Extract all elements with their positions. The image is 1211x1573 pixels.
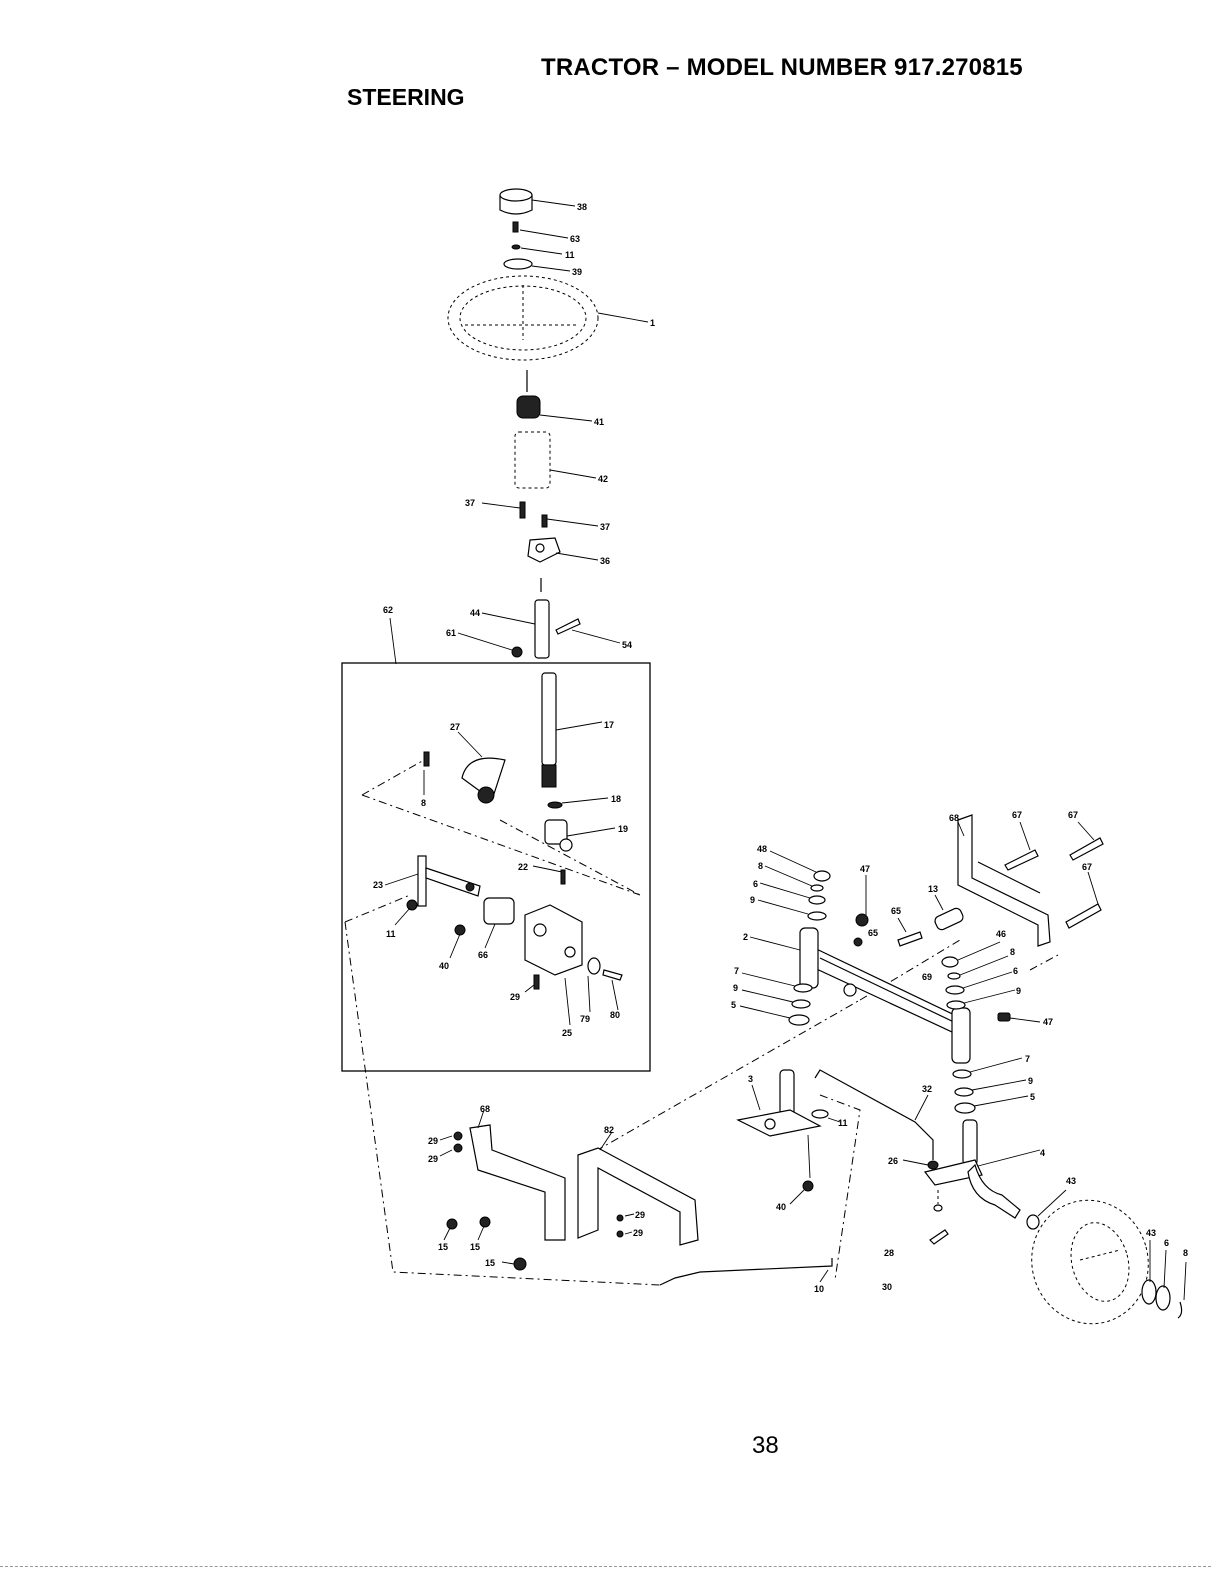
callout-17: 17 — [604, 720, 614, 730]
callout-7b: 7 — [1025, 1054, 1030, 1064]
callout-18: 18 — [611, 794, 621, 804]
steering-cap — [500, 189, 532, 214]
callout-29a: 29 — [510, 992, 520, 1002]
callout-29b: 29 — [428, 1136, 438, 1146]
callout-9c: 9 — [1016, 986, 1021, 996]
callout-38: 38 — [577, 202, 587, 212]
callout-62: 62 — [383, 605, 393, 615]
callout-67c: 67 — [1082, 862, 1092, 872]
axle-mount-bracket — [958, 815, 1050, 946]
column-flange — [528, 538, 560, 562]
callout-3: 3 — [748, 1074, 753, 1084]
pivot-bar — [418, 856, 480, 906]
callout-22: 22 — [518, 862, 528, 872]
page-number: 38 — [752, 1432, 779, 1460]
callout-82: 82 — [604, 1125, 614, 1135]
callout-5b: 5 — [1030, 1092, 1035, 1102]
callout-6a: 6 — [753, 879, 758, 889]
pivot-bushing — [484, 898, 514, 924]
front-tire — [1018, 1187, 1162, 1337]
callout-65b: 65 — [868, 928, 878, 938]
callout-6c: 6 — [1164, 1238, 1169, 1248]
callout-9a: 9 — [750, 895, 755, 905]
gear-bracket — [525, 905, 582, 975]
callout-40a: 40 — [439, 961, 449, 971]
callout-4: 4 — [1040, 1148, 1045, 1158]
callout-11c: 11 — [838, 1118, 848, 1128]
callout-61: 61 — [446, 628, 456, 638]
callout-32: 32 — [922, 1084, 932, 1094]
callout-54: 54 — [622, 640, 632, 650]
steering-adapter — [517, 396, 540, 418]
callout-40b: 40 — [776, 1202, 786, 1212]
callout-30: 30 — [882, 1282, 892, 1292]
callout-9b: 9 — [733, 983, 738, 993]
callout-39: 39 — [572, 267, 582, 277]
bottom-rule — [0, 1566, 1211, 1567]
steering-wheel — [448, 276, 598, 360]
callout-8b: 8 — [758, 861, 763, 871]
callout-68b: 68 — [480, 1104, 490, 1114]
callout-43a: 43 — [1066, 1176, 1076, 1186]
callout-15a: 15 — [438, 1242, 448, 1252]
callout-29e: 29 — [633, 1228, 643, 1238]
sector-gear — [462, 758, 505, 803]
callout-15b: 15 — [470, 1242, 480, 1252]
callout-65a: 65 — [891, 906, 901, 916]
callout-5a: 5 — [731, 1000, 736, 1010]
callout-11: 11 — [565, 250, 575, 260]
callout-69: 69 — [922, 972, 932, 982]
callout-37b: 37 — [600, 522, 610, 532]
callout-8d: 8 — [1183, 1248, 1188, 1258]
callout-15c: 15 — [485, 1258, 495, 1268]
steering-shaft-upper — [535, 600, 549, 658]
tie-rod — [660, 1258, 832, 1285]
callout-2: 2 — [743, 932, 748, 942]
callout-19: 19 — [618, 824, 628, 834]
callout-8a: 8 — [421, 798, 426, 808]
callout-1: 1 — [650, 318, 655, 328]
callout-41: 41 — [594, 417, 604, 427]
callout-68a: 68 — [949, 813, 959, 823]
callout-27: 27 — [450, 722, 460, 732]
callout-6b: 6 — [1013, 966, 1018, 976]
callout-42: 42 — [598, 474, 608, 484]
callout-44: 44 — [470, 608, 480, 618]
callout-67b: 67 — [1068, 810, 1078, 820]
column-bushing — [515, 432, 550, 488]
callout-63: 63 — [570, 234, 580, 244]
callout-9d: 9 — [1028, 1076, 1033, 1086]
callout-66: 66 — [478, 950, 488, 960]
axle-beam — [808, 945, 965, 1038]
callout-10: 10 — [814, 1284, 824, 1294]
callout-47a: 47 — [860, 864, 870, 874]
callout-13: 13 — [928, 884, 938, 894]
callout-47b: 47 — [1043, 1017, 1053, 1027]
steering-shaft — [542, 673, 556, 787]
callout-11b: 11 — [386, 929, 396, 939]
right-spindle — [925, 1120, 1020, 1218]
callout-43b: 43 — [1146, 1228, 1156, 1238]
callout-8c: 8 — [1010, 947, 1015, 957]
callout-67a: 67 — [1012, 810, 1022, 820]
callout-23: 23 — [373, 880, 383, 890]
callout-36: 36 — [600, 556, 610, 566]
callout-46: 46 — [996, 929, 1006, 939]
callout-80: 80 — [610, 1010, 620, 1020]
callout-7a: 7 — [734, 966, 739, 976]
callout-25: 25 — [562, 1028, 572, 1038]
callout-29c: 29 — [428, 1154, 438, 1164]
callout-48: 48 — [757, 844, 767, 854]
callout-37a: 37 — [465, 498, 475, 508]
callout-79: 79 — [580, 1014, 590, 1024]
drag-link — [815, 1070, 933, 1160]
callout-29d: 29 — [635, 1210, 645, 1220]
callout-28: 28 — [884, 1248, 894, 1258]
callout-26: 26 — [888, 1156, 898, 1166]
